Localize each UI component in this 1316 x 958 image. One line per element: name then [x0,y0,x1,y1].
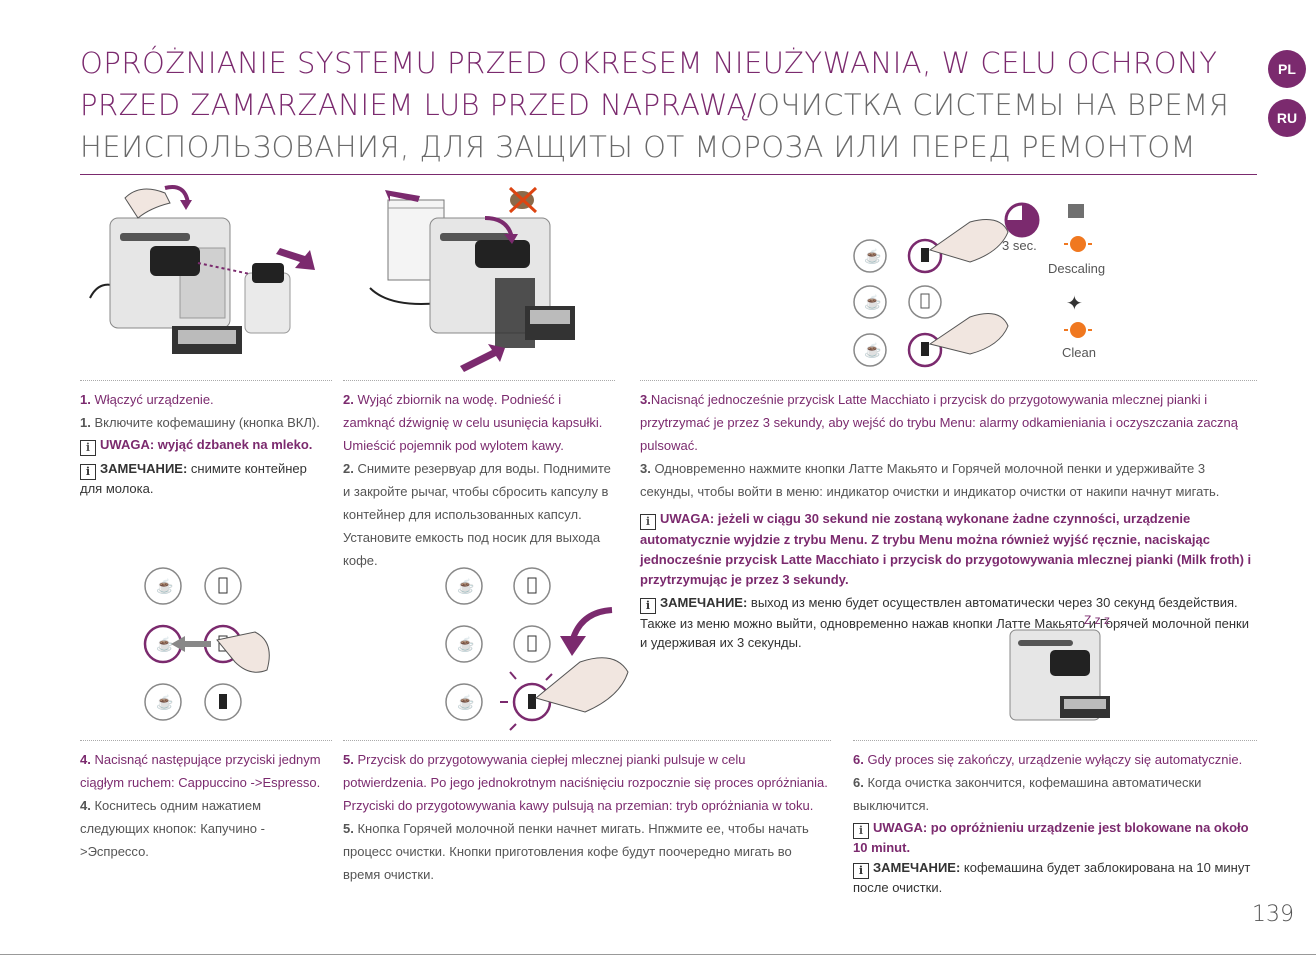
step-5-text: 5. Przycisk do przygotowywania ciepłej m… [343,752,828,882]
svg-text:☕: ☕ [457,577,474,595]
svg-text:☕: ☕ [156,635,173,653]
svg-text:☕: ☕ [457,635,474,653]
figure-step-3: ☕ ☕ ☕ 3 sec. Descaling ✦ Clean [853,202,1105,368]
svg-text:☕: ☕ [864,247,881,265]
hand-icon [124,188,171,219]
separator [853,740,1257,741]
coffee-machine [109,217,242,354]
svg-text:✦: ✦ [1066,293,1083,315]
cappuccino-button[interactable] [144,567,182,605]
coffee-machine [429,217,575,348]
milk-froth-button[interactable] [204,683,242,721]
latte-macchiato-button[interactable] [853,285,887,319]
separator [640,380,1257,381]
press-arrow [164,185,190,204]
step-2-text: 2. Wyjąć zbiornik na wodę. Podnieść i za… [343,392,611,568]
cappuccino-button[interactable] [853,239,887,273]
espresso-button[interactable] [144,683,182,721]
press-arrow-head [180,200,192,210]
button-panel: ☕ ☕ ☕ [853,238,943,368]
milk-jug [244,263,291,334]
timer-label: 3 sec. [1002,238,1037,253]
finger-press-icon [928,219,1009,263]
figure-step-6: Z z z [1009,613,1110,721]
page-title: OPRÓŻNIANIE SYSTEMU PRZED OKRESEM NIEUŻY… [80,42,1260,168]
svg-text:☕: ☕ [864,293,881,311]
latte-macchiato-button[interactable] [204,567,242,605]
clean-label: Clean [1062,345,1096,360]
info-icon: i [640,514,656,530]
page-title-ru: ОЧИСТКА СИСТЕМЫ НА ВРЕМЯ НЕИСПОЛЬЗОВАНИЯ… [80,88,1230,164]
remove-jug-arrow [276,248,315,270]
sleep-icon: Z z z [1084,613,1110,627]
capsule-crossed-icon [508,186,538,214]
remove-tank-arrow [385,190,420,202]
info-icon: i [80,440,96,456]
press-arrow-head [560,636,586,656]
svg-text:☕: ☕ [864,341,881,359]
descaling-indicator [1064,204,1092,252]
pulse-rays [500,671,553,731]
hot-milk-button[interactable] [513,625,551,663]
step-3-text: 3.Nacisnąć jednocześnie przycisk Latte M… [640,392,1252,650]
espresso-button[interactable] [853,333,887,367]
step-1-text: 1. Włączyć urządzenie. 1. Включите кофем… [80,392,320,496]
page-number: 139 [1252,902,1294,927]
coffee-machine [1009,629,1110,721]
hot-milk-button[interactable] [908,285,942,319]
figure-step-5: ☕ ☕ ☕ [445,567,629,731]
finger-press-icon [216,631,270,673]
descaling-label: Descaling [1048,261,1105,276]
step-4-text: 4. Nacisnąć następujące przyciski jednym… [80,752,321,859]
finger-press-icon-lower [928,313,1009,355]
language-badge-ru[interactable]: RU [1268,99,1306,137]
milk-froth-button-bottom[interactable] [907,332,943,368]
place-container-arrow [460,344,505,372]
clean-indicator: ✦ [1064,293,1092,338]
separator [80,740,332,741]
separator [343,380,615,381]
svg-text:☕: ☕ [156,577,173,595]
info-icon: i [853,823,869,839]
info-icon: i [80,464,96,480]
footer-divider [0,954,1316,955]
language-badge-pl[interactable]: PL [1268,50,1306,88]
figure-step-2 [369,186,575,372]
svg-text:☕: ☕ [156,693,173,711]
svg-text:☕: ☕ [457,693,474,711]
milk-froth-button-top[interactable] [907,238,943,274]
swipe-arrow [171,636,211,652]
separator [80,380,332,381]
separator [343,740,831,741]
info-icon: i [853,863,869,879]
info-icon: i [640,598,656,614]
espresso-button[interactable] [445,625,483,663]
figure-step-4: ☕ ☕ ☕ [143,567,270,721]
step-6-text: 6. Gdy proces się zakończy, urządzenie w… [853,752,1251,895]
latte-macchiato-button[interactable] [513,567,551,605]
finger-press-icon [534,657,629,713]
title-divider [80,174,1257,175]
timer-icon [1004,202,1040,238]
lever-arrow-head [504,234,518,244]
cappuccino-button[interactable] [445,567,483,605]
lungo-button[interactable] [445,683,483,721]
figure-step-1 [89,185,315,354]
page-title-pl: OPRÓŻNIANIE SYSTEMU PRZED OKRESEM NIEUŻY… [80,46,1218,122]
